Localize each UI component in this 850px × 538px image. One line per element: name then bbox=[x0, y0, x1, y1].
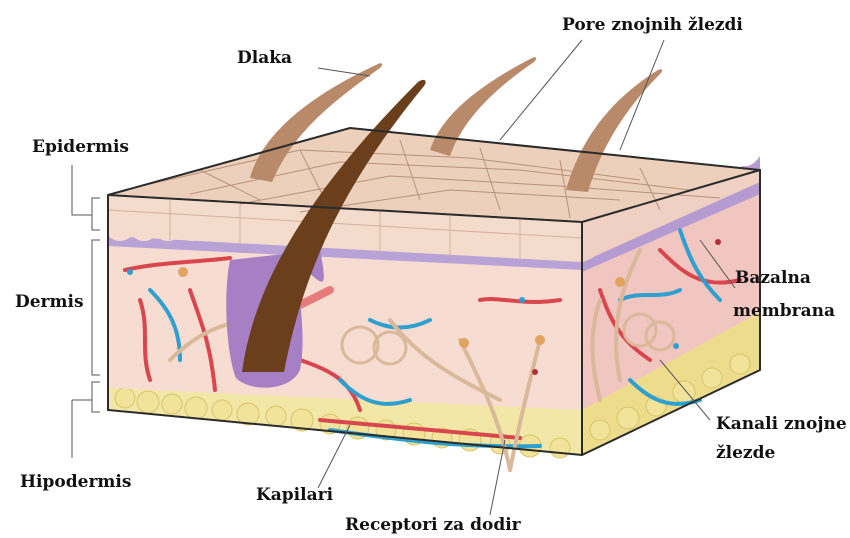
label-sweat-ducts-1: Kanali znojne bbox=[716, 414, 847, 434]
label-sweat-ducts-2: žlezde bbox=[716, 443, 775, 463]
label-hair: Dlaka bbox=[237, 48, 292, 68]
label-sweat-pores: Pore znojnih žlezdi bbox=[562, 15, 743, 35]
label-hypodermis: Hipodermis bbox=[20, 472, 131, 492]
label-touch-receptors: Receptori za dodir bbox=[345, 515, 522, 535]
label-dermis: Dermis bbox=[15, 292, 84, 312]
label-basal-membrane-1: Bazalna bbox=[735, 268, 811, 288]
label-capillaries: Kapilari bbox=[256, 485, 334, 505]
label-epidermis: Epidermis bbox=[32, 137, 129, 157]
label-basal-membrane-2: membrana bbox=[733, 301, 835, 321]
